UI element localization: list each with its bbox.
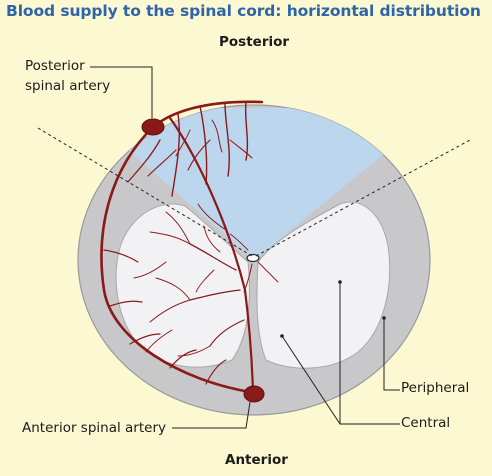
boundary-line-right (255, 139, 471, 257)
grey-matter-left (115, 203, 250, 368)
central-canal (246, 253, 260, 263)
posterior-zone (80, 108, 430, 260)
diagram-title: Blood supply to the spinal cord: horizon… (6, 2, 481, 20)
central-label: Central (401, 415, 451, 431)
posterior-label: Posterior (219, 34, 290, 50)
central-pointer-left (280, 334, 284, 338)
anterior-spinal-artery-label: Anterior spinal artery (22, 420, 166, 436)
peripheral-label: Peripheral (401, 380, 470, 396)
posterior-spinal-artery-label-line2: spinal artery (25, 78, 111, 94)
anterior-spinal-artery (243, 385, 265, 403)
anterior-label: Anterior (225, 452, 288, 468)
grey-matter-right (256, 201, 391, 369)
posterior-spinal-artery (141, 118, 165, 136)
posterior-spinal-artery-label-line1: Posterior (25, 58, 85, 74)
leader-lines (90, 66, 400, 429)
central-pointer-right (338, 280, 342, 284)
peripheral-pointer (382, 316, 386, 320)
